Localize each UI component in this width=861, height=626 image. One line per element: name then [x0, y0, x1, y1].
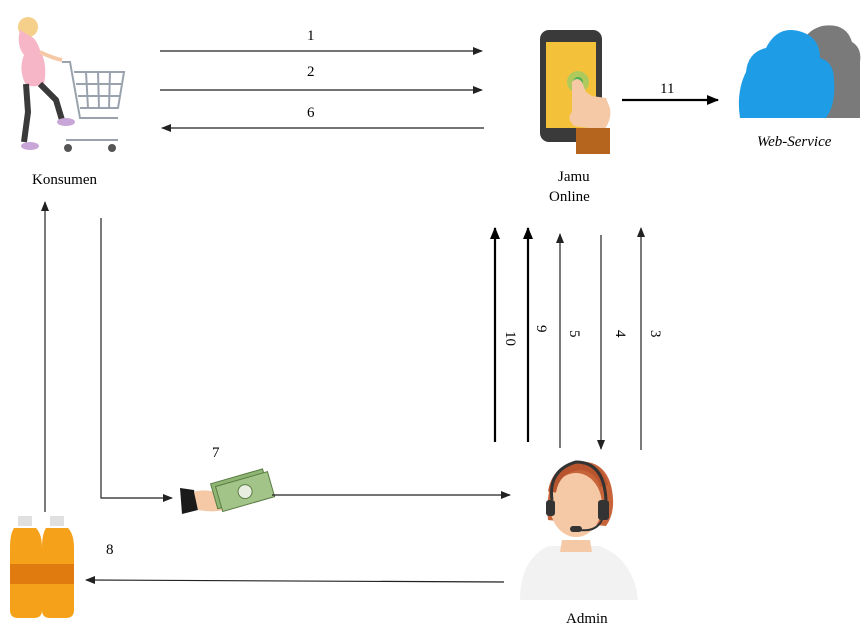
- jamu-online-label-line2: Online: [549, 189, 590, 205]
- konsumen-label: Konsumen: [32, 172, 97, 188]
- jamu-online-label-line1: Jamu: [558, 169, 590, 185]
- phone-icon: [540, 30, 611, 154]
- admin-icon: [520, 460, 638, 600]
- step-label-10: 10: [502, 331, 518, 346]
- arrow-8: [85, 576, 505, 585]
- arrow-konsumen-to-payment: [100, 218, 173, 502]
- step-label-7: 7: [212, 445, 220, 461]
- step-label-9: 9: [533, 325, 549, 333]
- konsumen-icon: [18, 17, 126, 152]
- step-label-6: 6: [307, 105, 315, 121]
- step-label-1: 1: [307, 28, 315, 44]
- admin-label: Admin: [566, 611, 608, 626]
- step-label-2: 2: [307, 64, 315, 80]
- step-label-8: 8: [106, 542, 114, 558]
- step-label-11: 11: [660, 81, 674, 97]
- step-label-5: 5: [566, 330, 582, 338]
- step-label-4: 4: [612, 330, 628, 338]
- cloud-icon: [738, 25, 861, 118]
- money-icon: [180, 468, 276, 514]
- bottle-icon: [10, 516, 74, 618]
- web-service-label: Web-Service: [757, 134, 832, 150]
- step-label-3: 3: [647, 330, 663, 338]
